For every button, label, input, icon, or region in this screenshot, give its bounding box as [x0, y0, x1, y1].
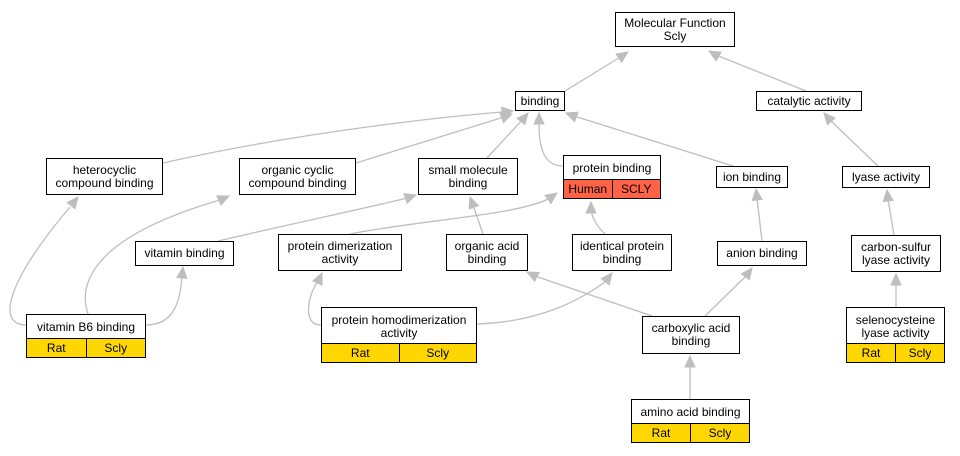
edge-organic-cyclic-to-binding	[355, 116, 505, 164]
edge-vitamin-b6-to-organic-cyclic	[84, 199, 221, 315]
edge-protein-dimerization-to-protein-binding	[349, 197, 551, 235]
edge-anion-to-ion	[756, 197, 763, 242]
node-molecular-function[interactable]: Molecular Function Scly	[615, 12, 735, 47]
node-label: selenocysteine lyase activity	[846, 307, 945, 346]
edge-vitamin-binding-to-small-molecule	[217, 197, 408, 242]
species-annotation: Human SCLY	[563, 179, 661, 199]
node-carbon-sulfur-lyase-activity[interactable]: carbon-sulfur lyase activity	[851, 235, 941, 272]
species-cell: Rat	[350, 346, 370, 360]
edge-vitamin-binding-to-small-molecule-arrowhead	[403, 193, 418, 205]
node-vitamin-binding[interactable]: vitamin binding	[135, 241, 234, 266]
gene-cell: Scly	[895, 344, 944, 362]
species-cell: Rat	[861, 346, 881, 360]
species-annotation: Rat Scly	[26, 338, 146, 358]
edge-organic-acid-to-small-molecule-arrowhead	[468, 195, 480, 210]
node-organic-acid-binding[interactable]: organic acid binding	[446, 234, 528, 271]
edge-lyase-to-catalytic	[829, 119, 879, 167]
edge-vitamin-b6-to-organic-cyclic-arrowhead	[216, 195, 231, 206]
edge-protein-binding-to-binding	[538, 123, 564, 167]
gene-cell: SCLY	[611, 180, 661, 198]
species-cell: Human	[568, 182, 608, 196]
edge-catalytic-to-molecular-function-arrowhead	[707, 50, 722, 62]
edge-vitamin-b6-to-heterocyclic	[9, 206, 71, 326]
node-organic-cyclic-compound-binding[interactable]: organic cyclic compound binding	[239, 158, 356, 195]
edge-binding-to-molecular-function	[564, 55, 623, 92]
edge-identical-protein-to-protein-binding	[590, 209, 606, 235]
edge-ion-binding-to-binding	[573, 115, 734, 167]
edge-protein-dimerization-to-protein-binding-arrowhead	[544, 192, 558, 205]
species-annotation: Rat Scly	[631, 423, 750, 443]
edge-homodimerization-to-identical-protein	[476, 281, 606, 325]
edge-organic-acid-to-small-molecule	[472, 204, 484, 235]
edge-selenocysteine-to-carbon-sulfur-arrowhead	[890, 272, 902, 286]
edge-amino-acid-to-carboxylic-arrowhead	[684, 354, 696, 368]
edge-organic-cyclic-to-binding-arrowhead	[499, 112, 514, 124]
edge-carbon-sulfur-to-lyase	[887, 198, 895, 236]
node-heterocyclic-compound-binding[interactable]: heterocyclic compound binding	[46, 158, 163, 195]
node-carboxylic-acid-binding[interactable]: carboxylic acid binding	[642, 316, 740, 354]
node-binding[interactable]: binding	[515, 91, 565, 111]
edge-carboxylic-to-anion	[704, 275, 747, 317]
node-selenocysteine-lyase-activity[interactable]: selenocysteine lyase activity Rat Scly	[846, 307, 945, 365]
edge-carbon-sulfur-to-lyase-arrowhead	[882, 188, 895, 203]
edge-lyase-to-catalytic-arrowhead	[823, 112, 836, 126]
edge-protein-binding-to-binding-arrowhead	[533, 111, 545, 125]
edge-ion-binding-to-binding-arrowhead	[564, 111, 579, 123]
node-lyase-activity[interactable]: lyase activity	[842, 166, 930, 188]
edge-identical-protein-to-protein-binding-arrowhead	[585, 200, 597, 214]
species-cell: Rat	[46, 341, 66, 355]
gene-cell: Scly	[690, 424, 749, 442]
edge-carboxylic-to-organic-acid	[534, 275, 653, 317]
node-vitamin-b6-binding[interactable]: vitamin B6 binding Rat Scly	[26, 314, 146, 358]
node-amino-acid-binding[interactable]: amino acid binding Rat Scly	[631, 399, 750, 445]
node-identical-protein-binding[interactable]: identical protein binding	[572, 234, 672, 271]
node-protein-dimerization-activity[interactable]: protein dimerization activity	[278, 234, 402, 271]
species-annotation: Rat Scly	[321, 343, 477, 363]
node-label: protein homodimerization activity	[321, 307, 477, 346]
node-small-molecule-binding[interactable]: small molecule binding	[418, 158, 518, 195]
edge-catalytic-to-molecular-function	[715, 54, 807, 92]
node-protein-homodimerization-activity[interactable]: protein homodimerization activity Rat Sc…	[321, 307, 477, 365]
node-label: protein binding	[563, 155, 661, 182]
node-protein-binding[interactable]: protein binding Human SCLY	[563, 155, 661, 200]
gene-cell: Scly	[398, 344, 477, 362]
edge-vitamin-b6-to-heterocyclic-arrowhead	[66, 196, 79, 210]
edge-heterocyclic-to-binding	[162, 111, 504, 164]
edge-small-molecule-to-binding	[486, 118, 524, 159]
edge-vitamin-b6-to-vitamin-binding-arrowhead	[176, 265, 188, 280]
edge-carboxylic-to-organic-acid-arrowhead	[525, 271, 540, 283]
edge-binding-to-molecular-function-arrowhead	[615, 51, 630, 64]
gene-cell: Scly	[85, 339, 146, 357]
species-annotation: Rat Scly	[846, 343, 945, 363]
edge-anion-to-ion-arrowhead	[751, 187, 764, 202]
node-ion-binding[interactable]: ion binding	[716, 166, 788, 188]
node-label: amino acid binding	[631, 399, 750, 426]
edge-vitamin-b6-to-vitamin-binding	[145, 276, 183, 326]
node-anion-binding[interactable]: anion binding	[717, 241, 807, 266]
edge-carboxylic-to-anion-arrowhead	[740, 267, 753, 281]
node-label: vitamin B6 binding	[26, 314, 146, 341]
node-catalytic-activity[interactable]: catalytic activity	[756, 91, 862, 111]
edge-homodimerization-to-identical-protein-arrowhead	[600, 272, 613, 286]
edge-small-molecule-to-binding-arrowhead	[516, 112, 529, 126]
species-cell: Rat	[651, 426, 671, 440]
edge-homodimerization-to-protein-dimerization	[307, 281, 322, 326]
edge-homodimerization-to-protein-dimerization-arrowhead	[312, 271, 323, 286]
